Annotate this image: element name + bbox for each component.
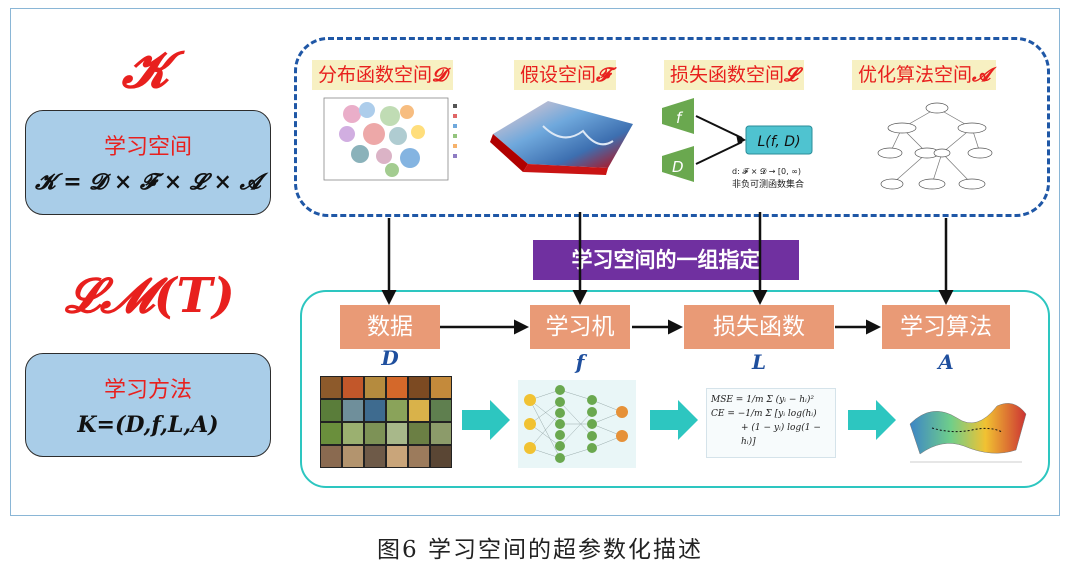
specification-banner: 学习空间的一组指定 bbox=[533, 240, 799, 280]
algorithm-tree-image bbox=[877, 102, 993, 190]
step-learning-machine: 学习机 bbox=[530, 305, 630, 349]
learning-method-formula: K=(D,f,L,A) bbox=[77, 412, 219, 438]
figure-caption: 图6 学习空间的超参数化描述 bbox=[377, 537, 703, 563]
space-header-loss: 损失函数空间𝓛 bbox=[664, 60, 804, 90]
step-algorithm-symbol: A bbox=[938, 350, 954, 374]
step-loss-function: 损失函数 bbox=[684, 305, 834, 349]
learning-space-title: 学习空间 bbox=[103, 135, 192, 160]
image-dataset-grid bbox=[320, 376, 452, 468]
learning-method-container bbox=[300, 290, 1050, 488]
learning-method-title: 学习方法 bbox=[103, 378, 192, 403]
step-learning-algorithm: 学习算法 bbox=[882, 305, 1010, 349]
learning-method-box: 学习方法 K=(D,f,L,A) bbox=[25, 353, 271, 457]
loss-note-text: 非负可测函数集合 bbox=[732, 178, 804, 190]
figure-frame bbox=[10, 8, 1060, 516]
learning-space-formula: 𝓚 = 𝓓 × 𝓕 × 𝓛 × 𝓐 bbox=[35, 169, 261, 195]
loss-formulas-image: MSE = 1/m Σ (yᵢ − hᵢ)² CE = −1/m Σ [yᵢ l… bbox=[706, 388, 836, 458]
tsne-scatter-image bbox=[312, 94, 472, 194]
space-header-hypothesis: 假设空间𝓕 bbox=[514, 60, 617, 90]
loss-domain-text: d: 𝓕 × 𝓓 → [0, ∞) bbox=[732, 167, 801, 176]
ce-formula-line2: + (1 − yᵢ) log(1 − hᵢ)] bbox=[741, 423, 821, 447]
ce-formula-line1: CE = −1/m Σ [yᵢ log(hᵢ) bbox=[711, 409, 817, 419]
teal-arrow-3 bbox=[848, 400, 896, 440]
space-header-distribution: 分布函数空间𝓓 bbox=[312, 60, 453, 90]
mse-formula: MSE = 1/m Σ (yᵢ − hᵢ)² bbox=[711, 395, 814, 405]
step-machine-symbol: f bbox=[575, 350, 585, 374]
d-input-shape bbox=[662, 146, 694, 182]
step-data-symbol: D bbox=[381, 346, 399, 370]
loss-box-label: L(f, D) bbox=[757, 134, 800, 150]
optimization-surface-image bbox=[909, 403, 1027, 463]
space-header-algorithm: 优化算法空间𝓐 bbox=[852, 60, 997, 90]
step-data: 数据 bbox=[340, 305, 440, 349]
teal-arrow-2 bbox=[650, 400, 698, 440]
f-input-shape bbox=[662, 98, 694, 134]
step-loss-symbol: L bbox=[751, 350, 767, 374]
surface-3d-image bbox=[490, 101, 633, 175]
neural-network-image bbox=[518, 380, 636, 468]
d-input-label: D bbox=[672, 158, 684, 176]
loss-mapping-diagram: f D L(f, D) d: 𝓕 × 𝓓 → [0, ∞) 非负可测函数集合 bbox=[662, 98, 813, 190]
teal-arrow-1 bbox=[462, 400, 510, 440]
f-input-label: f bbox=[676, 109, 684, 127]
k-symbol: 𝓚 bbox=[121, 40, 169, 99]
learning-space-box: 学习空间 𝓚 = 𝓓 × 𝓕 × 𝓛 × 𝓐 bbox=[25, 110, 271, 215]
learning-space-container bbox=[294, 37, 1050, 217]
lm-t-symbol: 𝓛𝓜(𝑻) bbox=[65, 268, 235, 324]
